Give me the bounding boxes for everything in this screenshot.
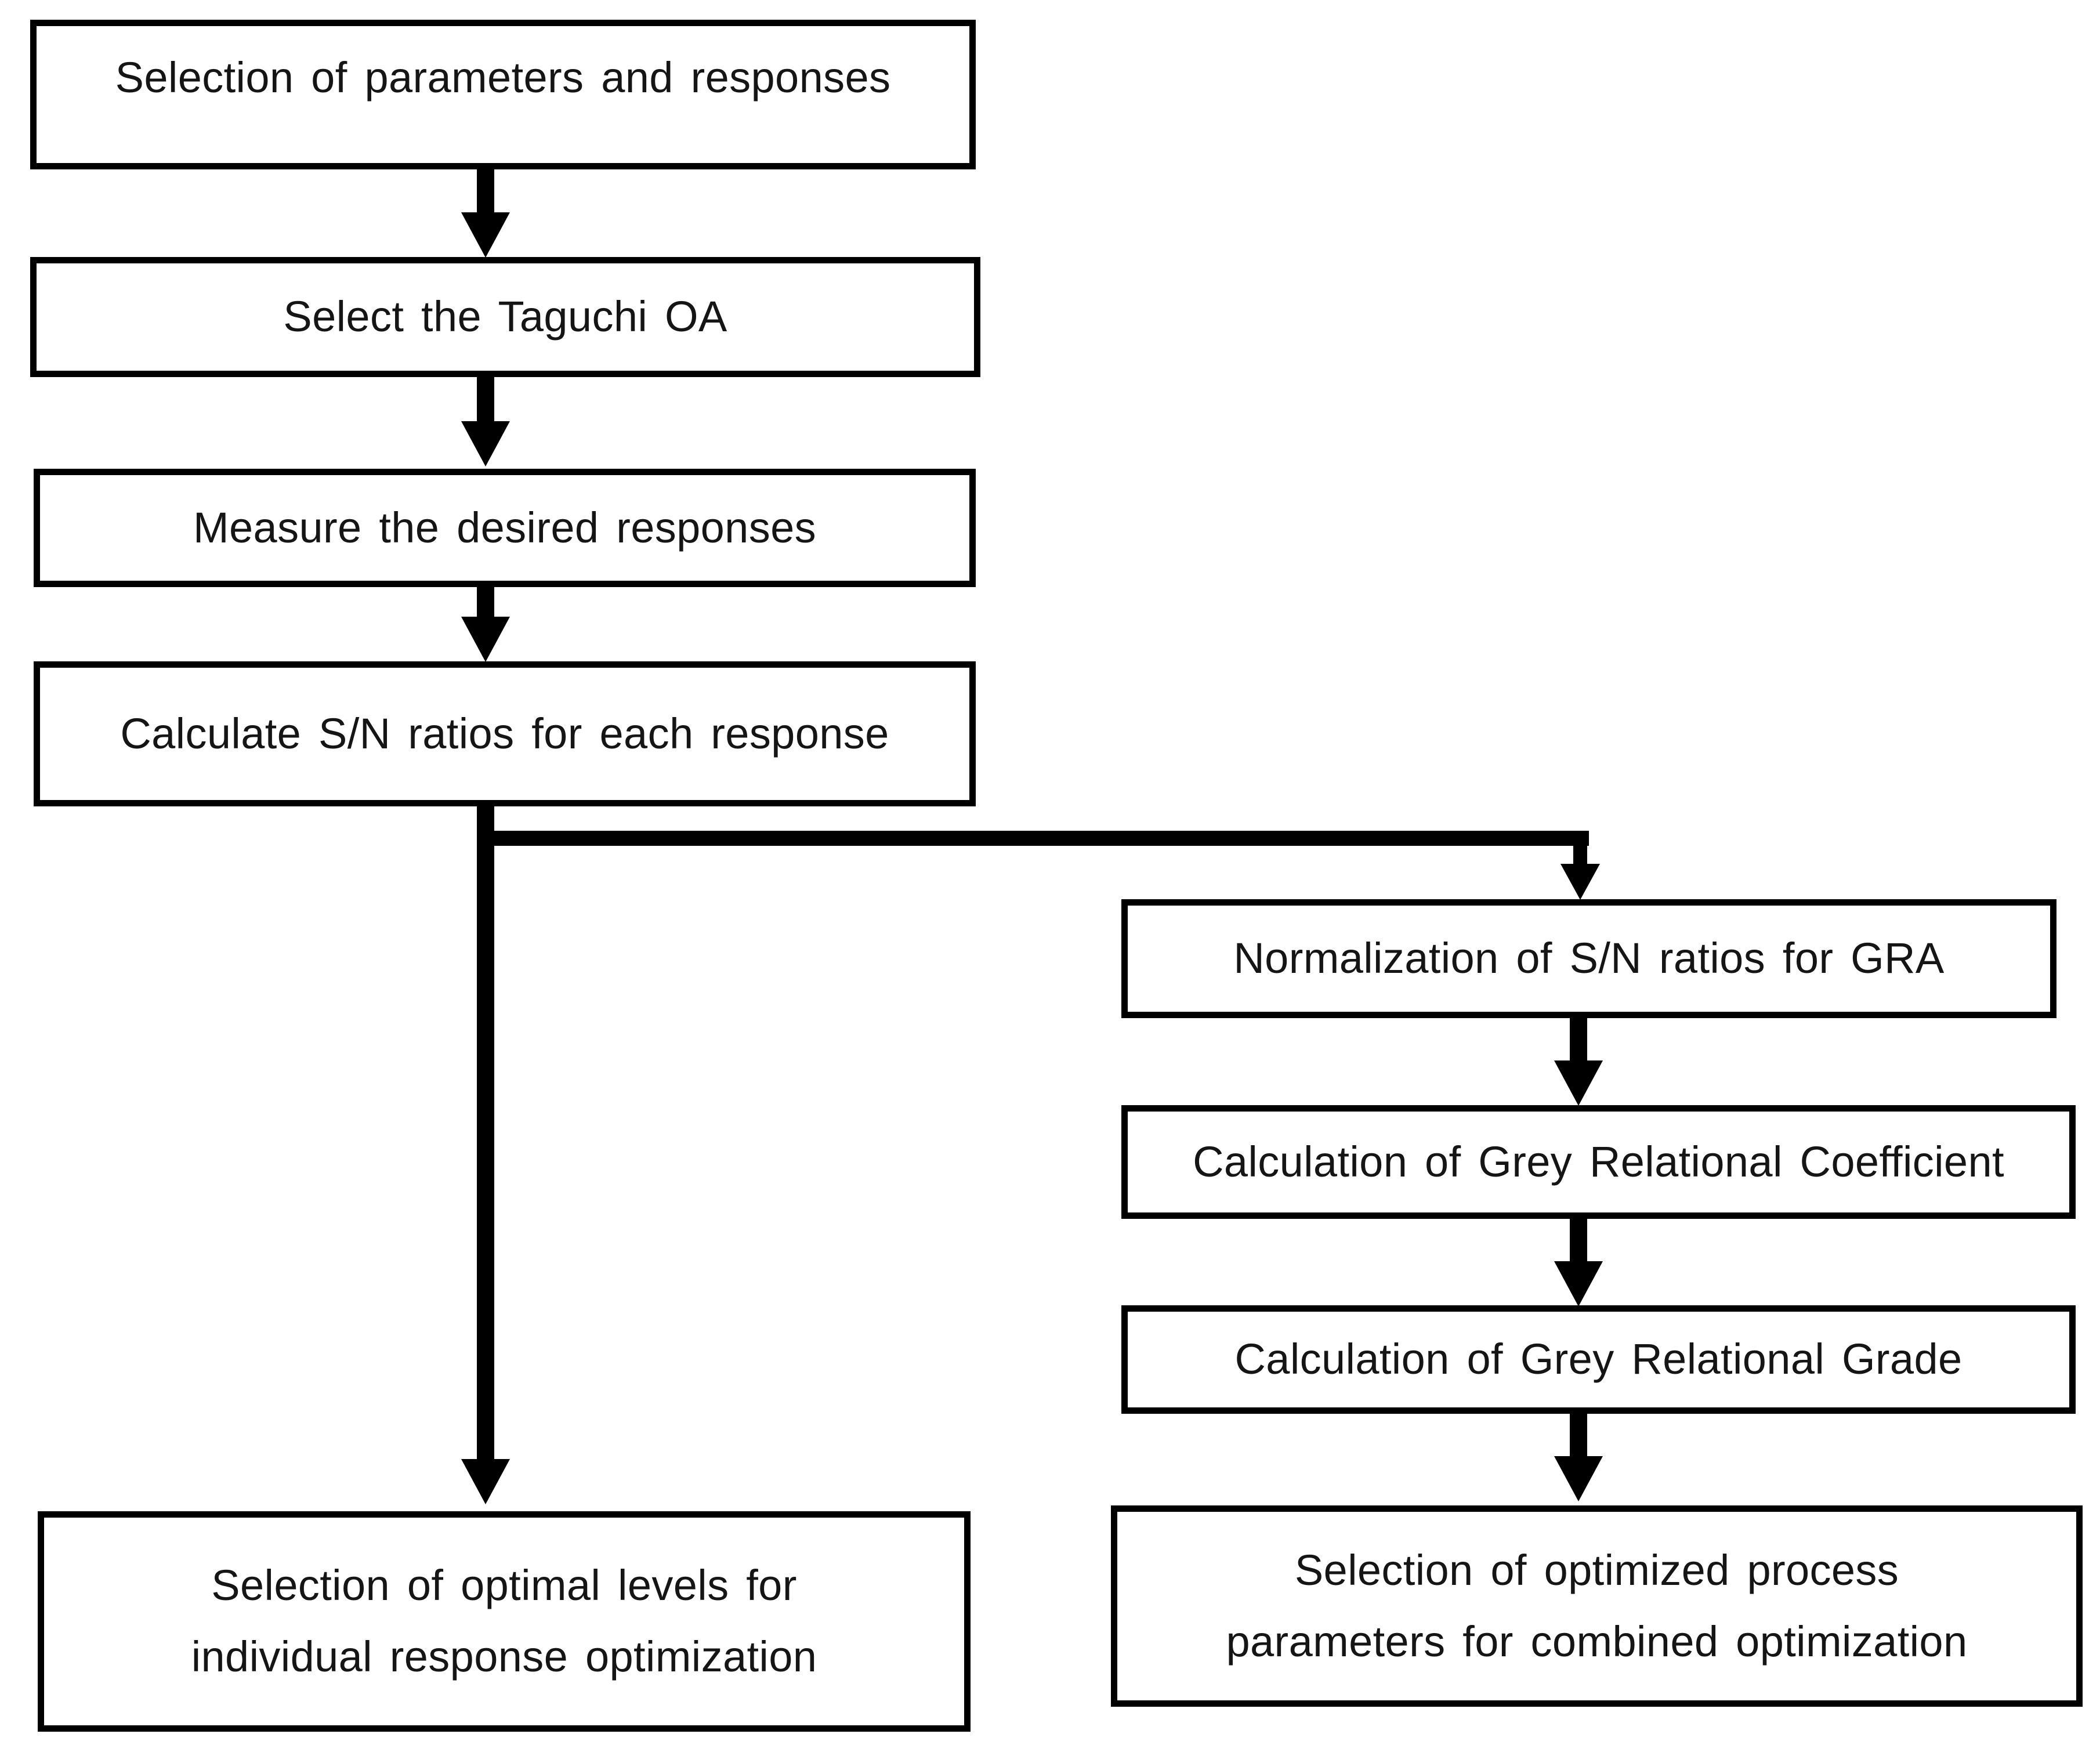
arrow-head-sn-to-optimal-levels — [461, 1459, 510, 1504]
flow-box-select-taguchi-oa: Select the Taguchi OA — [30, 257, 980, 377]
arrow-shaft-normalization-to-coefficient — [1570, 1017, 1587, 1062]
flow-box-calculate-sn-ratios: Calculate S/N ratios for each response — [34, 661, 976, 806]
flow-box-grey-relational-grade: Calculation of Grey Relational Grade — [1121, 1305, 2076, 1414]
flow-box-optimal-levels-individual: Selection of optimal levels for individu… — [38, 1511, 971, 1732]
arrow-head-params-to-taguchi — [461, 212, 510, 258]
arrow-shaft-coefficient-to-grade — [1570, 1218, 1587, 1262]
arrow-shaft-measure-to-sn — [477, 586, 494, 618]
branch-elbow-shaft — [1573, 845, 1587, 864]
flow-box-label-line-2: parameters for combined optimization — [1226, 1617, 1968, 1666]
arrow-shaft-taguchi-to-measure — [477, 376, 494, 421]
flow-box-normalization-sn-gra: Normalization of S/N ratios for GRA — [1121, 899, 2056, 1018]
arrow-shaft-grade-to-optimized — [1570, 1413, 1587, 1457]
flow-box-label: Selection of parameters and responses — [115, 53, 891, 102]
flow-box-label: Calculation of Grey Relational Coefficie… — [1193, 1137, 2004, 1186]
arrow-head-coefficient-to-grade — [1554, 1261, 1603, 1306]
flow-box-label: Calculation of Grey Relational Grade — [1234, 1335, 1963, 1384]
flow-box-optimized-combined: Selection of optimized process parameter… — [1111, 1505, 2083, 1707]
flow-box-label: Select the Taguchi OA — [283, 292, 727, 341]
flow-box-label-line-1: Selection of optimized process — [1294, 1545, 1899, 1594]
arrow-head-taguchi-to-measure — [461, 421, 510, 466]
arrow-head-grade-to-optimized — [1554, 1456, 1603, 1501]
flow-box-selection-parameters: Selection of parameters and responses — [30, 20, 976, 169]
flow-box-label: Measure the desired responses — [193, 503, 816, 552]
flow-box-grey-relational-coefficient: Calculation of Grey Relational Coefficie… — [1121, 1105, 2076, 1219]
flow-box-label: Normalization of S/N ratios for GRA — [1233, 934, 1945, 983]
arrow-head-measure-to-sn — [461, 617, 510, 662]
flow-box-label-line-1: Selection of optimal levels for — [211, 1561, 797, 1610]
arrow-shaft-params-to-taguchi — [477, 168, 494, 212]
flow-box-label: Calculate S/N ratios for each response — [120, 709, 889, 758]
arrow-head-normalization-to-coefficient — [1554, 1060, 1603, 1106]
flow-box-label-line-2: individual response optimization — [191, 1632, 817, 1681]
branch-line-horizontal — [477, 831, 1589, 846]
flow-box-measure-responses: Measure the desired responses — [34, 469, 976, 587]
arrow-shaft-sn-to-optimal-levels — [477, 805, 494, 1459]
arrow-head-branch-to-normalization — [1560, 864, 1600, 900]
